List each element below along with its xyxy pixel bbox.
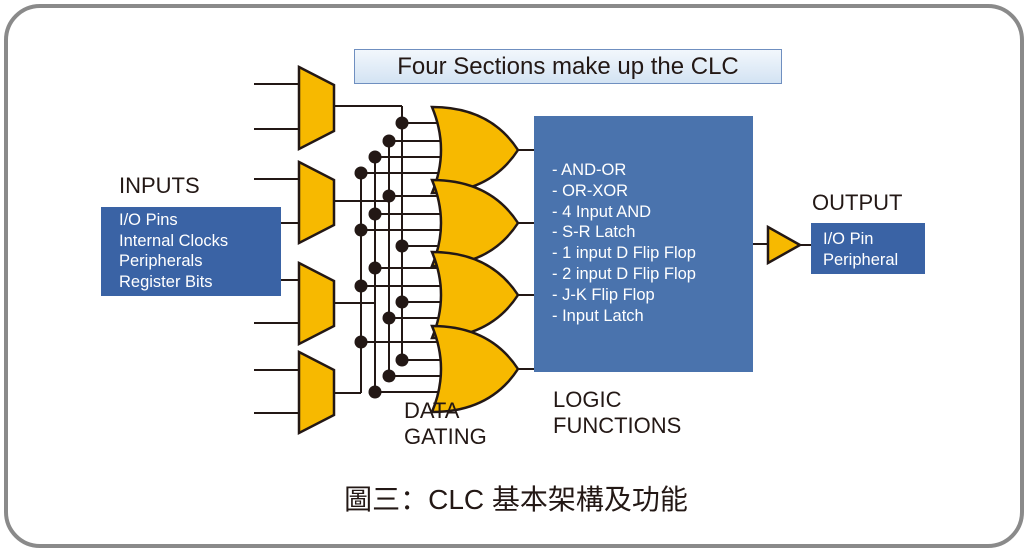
diagram-title: Four Sections make up the CLC — [354, 49, 782, 84]
mux-symbol — [297, 64, 336, 152]
or-gate-symbol — [430, 178, 520, 268]
logic-functions-line2: FUNCTIONS — [553, 413, 682, 438]
input-item: Peripherals — [119, 252, 203, 270]
input-item: I/O Pins — [119, 211, 178, 229]
mux-symbol — [297, 260, 336, 347]
output-buffer-symbol — [766, 224, 803, 266]
junction-dot — [368, 150, 382, 164]
inputs-heading: INPUTS — [119, 173, 200, 198]
function-item: - AND-OR — [552, 161, 627, 179]
or-gate-symbol — [430, 324, 520, 414]
function-item: - S-R Latch — [552, 223, 636, 242]
junction-dot — [368, 385, 382, 399]
junction-dot — [368, 207, 382, 221]
junction-dot — [368, 261, 382, 275]
junction-dot — [395, 116, 409, 130]
junction-dot — [395, 353, 409, 367]
data-gating-label: DATA GATING — [404, 398, 487, 450]
inputs-box: I/O Pins Internal Clocks Peripherals Reg… — [101, 207, 281, 296]
mux-symbol — [297, 349, 336, 436]
or-gate-symbol — [430, 250, 520, 340]
input-item: Internal Clocks — [119, 231, 229, 250]
junction-dot — [354, 335, 368, 349]
logic-functions-box: - AND-OR - OR-XOR - 4 Input AND - S-R La… — [534, 116, 753, 372]
input-item: Register Bits — [119, 272, 213, 291]
output-heading: OUTPUT — [812, 190, 903, 215]
mux-symbol — [297, 159, 336, 246]
junction-dot — [354, 223, 368, 237]
junction-dot — [395, 295, 409, 309]
function-item: - OR-XOR — [552, 181, 629, 200]
figure-frame — [4, 4, 1024, 548]
function-item: - 4 Input AND — [552, 202, 652, 221]
data-gating-line1: DATA — [404, 398, 460, 423]
output-box: I/O Pin Peripheral — [811, 223, 925, 274]
function-item: - J-K Flip Flop — [552, 285, 655, 304]
logic-functions-line1: LOGIC — [553, 387, 622, 412]
data-gating-line2: GATING — [404, 424, 487, 449]
junction-dot — [354, 166, 368, 180]
junction-dot — [382, 311, 396, 325]
junction-dot — [395, 239, 409, 253]
function-item: - 2 input D Flip Flop — [552, 264, 696, 283]
logic-functions-label: LOGIC FUNCTIONS — [553, 387, 681, 439]
output-item: Peripheral — [823, 250, 899, 269]
function-item: - Input Latch — [552, 306, 644, 325]
junction-dot — [354, 279, 368, 293]
junction-dot — [382, 369, 396, 383]
junction-dot — [382, 134, 396, 148]
junction-dot — [382, 189, 396, 203]
function-item: - 1 input D Flip Flop — [552, 244, 696, 263]
output-item: I/O Pin — [823, 230, 874, 248]
or-gate-symbol — [430, 105, 520, 195]
figure-caption: 圖三：CLC 基本架構及功能 — [344, 484, 688, 515]
